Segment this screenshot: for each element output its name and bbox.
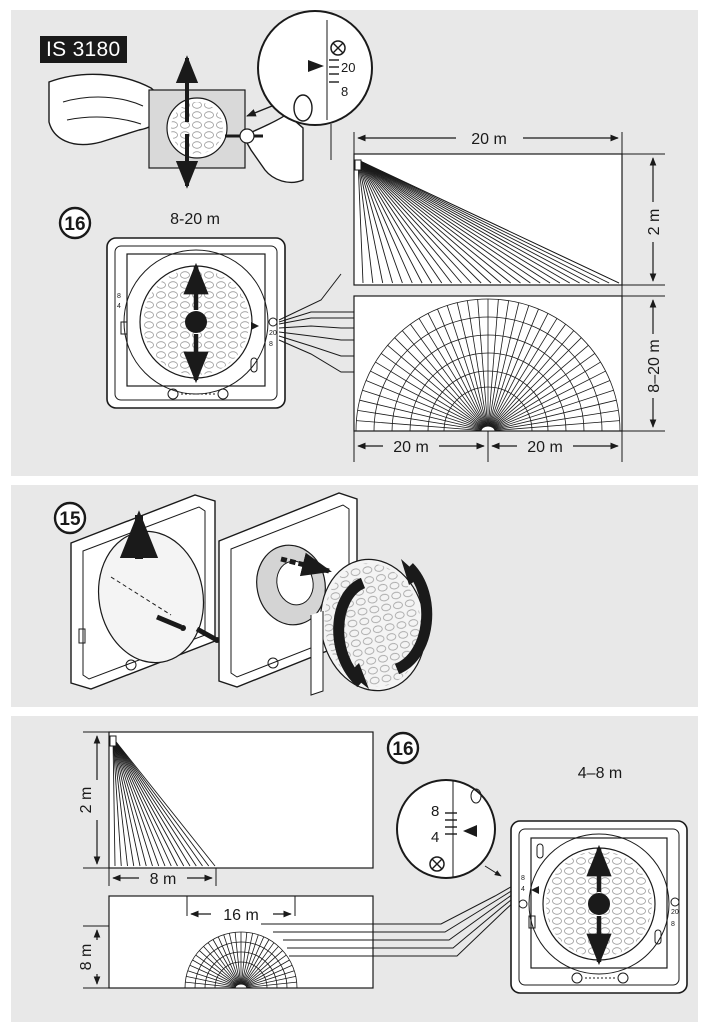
width-dimension: 8 m xyxy=(150,871,177,888)
height-dimension: 2 m xyxy=(78,787,95,814)
scale-mark-8: 8 xyxy=(341,84,348,99)
range-title: 8-20 m xyxy=(170,211,220,228)
svg-text:8: 8 xyxy=(431,803,439,820)
depth-dimension: 8–20 m xyxy=(646,339,663,392)
plan-view-detection-range: 16 m 8 m xyxy=(78,895,374,989)
scale-mark-20: 20 xyxy=(341,60,355,75)
plan-width-dimension: 16 m xyxy=(223,907,259,924)
svg-text:4: 4 xyxy=(431,829,439,846)
svg-text:20: 20 xyxy=(269,330,277,337)
right-width-dimension: 20 m xyxy=(527,439,563,456)
adjustment-scale-magnifier: 8 4 xyxy=(396,779,502,879)
sensor-front-view: 8 4 20 8 xyxy=(510,820,688,994)
sensor-removal-left xyxy=(70,494,220,690)
width-dimension: 20 m xyxy=(471,131,507,148)
leader-lines xyxy=(261,883,517,957)
svg-text:8: 8 xyxy=(521,875,525,882)
range-title: 4–8 m xyxy=(578,765,622,782)
left-width-dimension: 20 m xyxy=(393,439,429,456)
svg-text:8: 8 xyxy=(269,341,273,348)
sensor-rotation-right xyxy=(218,492,433,696)
svg-text:16: 16 xyxy=(392,739,413,760)
step-16-diagram: 20 8 16 8-20 m 8 4 20 8 xyxy=(48,10,665,462)
step-number-badge: 15 xyxy=(53,501,87,535)
step-15-diagram: 15 xyxy=(53,492,433,696)
svg-text:16: 16 xyxy=(64,214,85,235)
plan-view-detection-range: 8–20 m 20 m 20 m xyxy=(353,295,665,462)
side-view-detection-range: 2 m 8 m xyxy=(78,731,374,888)
svg-text:15: 15 xyxy=(59,509,81,530)
step-15-panel: 15 xyxy=(11,485,698,707)
adjustment-scale-magnifier: 20 8 xyxy=(257,10,373,160)
step-16-range-8-20-panel: IS 3180 xyxy=(11,10,698,476)
svg-text:8: 8 xyxy=(117,293,121,300)
sensor-front-view: 8 4 20 8 xyxy=(106,237,286,409)
depth-dimension: 8 m xyxy=(78,944,95,971)
product-label: IS 3180 xyxy=(40,36,127,63)
step-number-badge: 16 xyxy=(386,731,420,765)
step-16-bottom-diagram: 2 m 8 m 16 m 8 m xyxy=(78,731,688,994)
height-dimension: 2 m xyxy=(646,209,663,236)
step-number-badge: 16 xyxy=(58,206,92,240)
svg-text:4: 4 xyxy=(117,303,121,310)
step-16-range-4-8-panel: 2 m 8 m 16 m 8 m xyxy=(11,716,698,1022)
svg-text:8: 8 xyxy=(671,921,675,928)
side-view-detection-range: 20 m 2 m xyxy=(353,131,665,296)
svg-text:20: 20 xyxy=(671,909,679,916)
svg-text:4: 4 xyxy=(521,886,525,893)
install-illustration xyxy=(48,55,304,189)
